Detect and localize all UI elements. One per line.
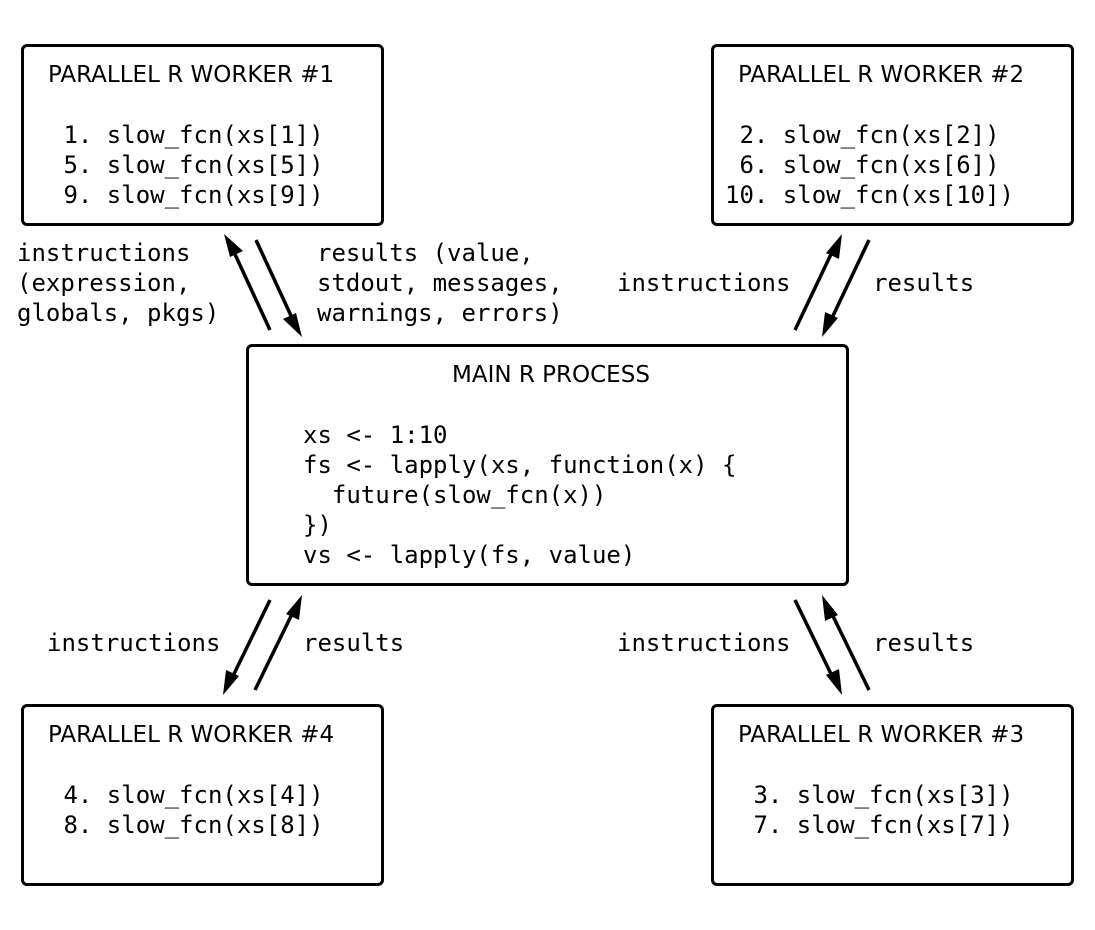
worker-1-instructions-arrow [224,234,272,331]
worker-1-results-arrow [254,239,302,337]
worker-2-results-label: results [873,269,975,297]
task-line: 2. slow_fcn(xs[2]) [725,121,1000,149]
main-process-title: MAIN R PROCESS [452,362,650,388]
label-line: globals, pkgs) [17,299,220,327]
worker-2-box: PARALLEL R WORKER #2 2. slow_fcn(xs[2]) … [711,44,1074,226]
task-line: 10. slow_fcn(xs[10]) [725,181,1014,209]
task-line: 7. slow_fcn(xs[7]) [739,811,1014,839]
worker-4-box: PARALLEL R WORKER #4 4. slow_fcn(xs[4]) … [21,704,384,886]
task-line: 1. slow_fcn(xs[1]) [49,121,324,149]
code-line: xs <- 1:10 [303,421,448,449]
label-line: (expression, [17,269,191,297]
worker-4-results-arrow [253,595,302,691]
task-line: 5. slow_fcn(xs[5]) [49,151,324,179]
worker-4-instructions-arrow [223,599,272,695]
label-line: stdout, messages, [317,269,563,297]
worker-4-instructions-label: instructions [47,629,221,657]
worker-2-instructions-arrow [793,234,842,331]
worker-2-results-arrow [822,239,871,337]
task-line: 4. slow_fcn(xs[4]) [49,781,324,809]
code-line: future(slow_fcn(x)) [303,481,607,509]
label-line: warnings, errors) [317,299,563,327]
worker-4-results-label: results [303,629,405,657]
worker-4-title: PARALLEL R WORKER #4 [48,722,335,748]
worker-3-instructions-arrow [793,599,842,695]
worker-4-tasks: 4. slow_fcn(xs[4]) 8. slow_fcn(xs[8]) [49,780,324,840]
task-line: 3. slow_fcn(xs[3]) [739,781,1014,809]
worker-3-tasks: 3. slow_fcn(xs[3]) 7. slow_fcn(xs[7]) [739,780,1014,840]
code-line: }) [303,511,332,539]
label-line: results (value, [317,239,534,267]
label-line: instructions [17,239,191,267]
worker-3-box: PARALLEL R WORKER #3 3. slow_fcn(xs[3]) … [711,704,1074,886]
worker-2-tasks: 2. slow_fcn(xs[2]) 6. slow_fcn(xs[6])10.… [725,120,1014,210]
worker-2-title: PARALLEL R WORKER #2 [738,62,1025,88]
worker-3-title: PARALLEL R WORKER #3 [738,722,1025,748]
worker-1-box: PARALLEL R WORKER #1 1. slow_fcn(xs[1]) … [21,44,384,226]
worker-1-title: PARALLEL R WORKER #1 [48,62,335,88]
worker-3-instructions-label: instructions [617,629,791,657]
code-line: fs <- lapply(xs, function(x) { [303,451,737,479]
task-line: 8. slow_fcn(xs[8]) [49,811,324,839]
worker-2-instructions-label: instructions [617,269,791,297]
task-line: 6. slow_fcn(xs[6]) [725,151,1000,179]
worker-1-instructions-label: instructions(expression,globals, pkgs) [17,238,219,328]
worker-3-results-arrow [822,595,871,691]
worker-1-results-label: results (value,stdout, messages,warnings… [317,238,563,328]
worker-1-tasks: 1. slow_fcn(xs[1]) 5. slow_fcn(xs[5]) 9.… [49,120,324,210]
code-line: vs <- lapply(fs, value) [303,541,636,569]
worker-3-results-label: results [873,629,975,657]
task-line: 9. slow_fcn(xs[9]) [49,181,324,209]
